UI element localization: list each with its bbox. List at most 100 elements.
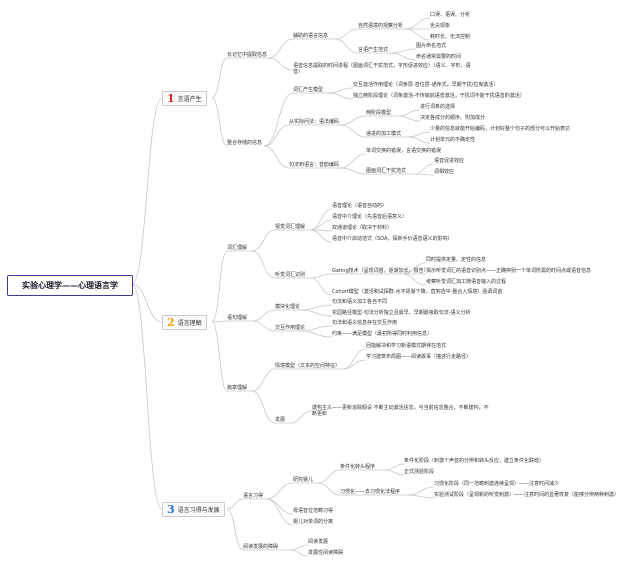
node-tip-of-tongue[interactable]: 舌尖现象 — [430, 23, 451, 29]
node-lemma-selection[interactable]: 进行词条的选择 — [420, 104, 456, 110]
node-exchange-errors[interactable]: 单词交换的错误，言语交换的错误 — [366, 148, 442, 154]
node-two-stage-model[interactable]: 两阶段模型 — [366, 110, 392, 116]
node-interactive[interactable]: 交互作用理论 — [275, 325, 306, 331]
node-phoneme-category[interactable]: 母语音位范畴习得 — [293, 508, 334, 514]
node-reading-disorder[interactable]: 阅读发展的障碍 — [243, 544, 279, 550]
node-development[interactable]: 发展 — [275, 417, 286, 423]
node-lexical-comprehension[interactable]: 词汇理解 — [227, 245, 248, 251]
connector — [413, 163, 435, 175]
node-lexical-model[interactable]: 词汇产生模型 — [293, 87, 324, 93]
node-time-course[interactable]: 语音信息提取的时间进程（图画词汇干扰范式，字形促进效应）（语义、字形、语音） — [293, 63, 471, 75]
node-natural-context[interactable]: 自然语境的观察分析 — [358, 23, 404, 29]
node-constructivism[interactable]: 建构主义——更新追踪假设 不断主动激活信息，与当前信息整合，不断建构，不断更新 — [312, 405, 489, 417]
connector — [251, 320, 276, 332]
root-to-b1 — [131, 97, 163, 285]
node-naming-time[interactable]: 命名通常需要的时间 — [416, 54, 462, 60]
connector — [407, 486, 435, 496]
connector — [384, 463, 405, 471]
node-direct-theory[interactable]: 语音理论（语音自动的） — [332, 203, 388, 209]
node-interactive-activation[interactable]: 交互激活作用理论（词条层-音位层-通序式，早期干扰/拉曳激活） — [353, 82, 499, 88]
connector — [211, 250, 228, 323]
node-constraint[interactable]: 约束——满足模型（最初所得同时利用信息） — [332, 331, 433, 337]
connector — [327, 92, 354, 100]
node-production-paradigm[interactable]: 言语产生范式 — [358, 47, 389, 53]
node-gating[interactable]: Gating技术（呈现词首，逐渐加长，报告） — [332, 268, 429, 274]
node-reading-dev[interactable]: 阅读发展 — [308, 539, 329, 545]
connector — [407, 131, 431, 138]
node-planning-unit[interactable]: 计划单元的不确定性 — [430, 137, 476, 143]
connector — [299, 330, 333, 338]
node-acquisition[interactable]: 语言习得 — [243, 493, 264, 499]
node-dyslexia[interactable]: 发展性阅读障碍 — [308, 550, 344, 556]
node-aux-info[interactable]: 辅助的语言信息 — [293, 33, 329, 39]
node-priming-paradigm[interactable]: 语音中介启动范式（SOA，探新手价语音语义的影响） — [332, 236, 453, 242]
connector — [404, 28, 431, 41]
node-situation-model[interactable]: 情境模型（文本的空间特征） — [275, 363, 341, 369]
connector — [263, 92, 294, 147]
node-habituation-b[interactable]: 实验测试阶段（呈现新的听觉刺激）——注意时间的显著恢复（能够分辨两种刺激） — [434, 492, 620, 498]
node-infant-research[interactable]: 研究婴儿 — [293, 477, 314, 483]
branch-label: 语言习得与发展 — [177, 507, 220, 514]
node-garden-path[interactable]: 花园路径模型-句法分析独立且最早，早期最吸取句法-语义分析 — [332, 310, 471, 316]
branch-2-node[interactable]: 2 语言理解 — [162, 315, 207, 330]
node-habituation-a[interactable]: 习惯化阶段（同一范畴刺激连续呈现）——注意时间减少 — [434, 481, 560, 487]
connector — [211, 97, 228, 147]
connector — [251, 250, 276, 279]
node-visual-word[interactable]: 视觉词汇理解 — [275, 224, 306, 230]
root-to-b2 — [131, 283, 163, 323]
node-slip-analysis[interactable]: 口误、语误、分析 — [430, 12, 471, 18]
node-word-effect[interactable]: 词相效应 — [434, 169, 455, 175]
connector — [401, 273, 427, 286]
branch-label: 言语产生 — [177, 96, 202, 103]
node-situation-b[interactable]: 学习建筑布局图——阅读故事（描述行走路径） — [366, 354, 472, 360]
node-auditory-word[interactable]: 听觉词汇识别 — [275, 272, 306, 278]
node-pwi-paradigm[interactable]: 图画词汇干扰范式 — [366, 168, 407, 174]
node-conditioning-phase[interactable]: 条件化阶段（刺激个声音的分辨和转头反应，建立条件化联结） — [404, 458, 545, 464]
node-gating-c[interactable]: 考察听觉词汇加工随语音输入的过程 — [426, 279, 507, 285]
node-cohort[interactable]: Cohort模型（激活和试探群-水平逐渐下降，直到选中-整合入情境）强调词首 — [332, 289, 503, 295]
node-incremental-a[interactable]: 少量的信息就能开始编码，计划好整个句子的部分可以开始表达 — [430, 126, 571, 132]
node-formal-test[interactable]: 正式测验阶段 — [404, 469, 435, 475]
node-modular-a[interactable]: 句法和语义加工各自不同 — [332, 299, 388, 305]
connector — [289, 410, 313, 424]
connector — [263, 124, 290, 147]
node-mediation-theory[interactable]: 语音中介理论（先语音后语意义） — [332, 214, 408, 220]
node-phonological-encoding[interactable]: 句法到语言：音韵编码 — [289, 162, 340, 168]
node-interactive-a[interactable]: 句法和语义信息存在交互作用 — [332, 320, 398, 326]
node-sentence-comprehension[interactable]: 语句理解 — [227, 315, 248, 321]
node-word-segmentation[interactable]: 婴儿对单词的分离 — [293, 519, 334, 525]
node-phon-facilitation[interactable]: 语音促进效应 — [434, 158, 465, 164]
connector — [265, 482, 294, 500]
connector — [341, 359, 367, 370]
connector — [265, 498, 294, 526]
connector — [334, 28, 359, 40]
node-discourse[interactable]: 篇章理解 — [227, 385, 248, 391]
node-order-decision[interactable]: 决定各成分的顺序、附加成分 — [420, 115, 486, 121]
branch-3-node[interactable]: 3 语言习得与发展 — [162, 502, 225, 517]
connector — [211, 320, 228, 323]
connector — [289, 549, 309, 557]
node-gating-b[interactable]: 揭示听觉词汇的语音识别点——正确辨别一个单词所需的时间点或语音信息 — [426, 268, 592, 274]
node-gating-a[interactable]: 同时提供定量、定性的信息 — [426, 257, 487, 263]
node-dual-route[interactable]: 双通道理论（取决于材料） — [332, 225, 393, 231]
connector — [309, 229, 333, 243]
node-two-stage[interactable]: 独立两阶段理论（词条激活-不传输前语音激活，干扰词不能干扰语音的激活） — [353, 93, 525, 99]
node-picture-naming[interactable]: 图片命名范式 — [416, 43, 447, 49]
node-situation-a[interactable]: 回指解决和学习新语模式期待在范式 — [366, 343, 447, 349]
node-time-consuming[interactable]: 耗时长、无法控制 — [430, 34, 471, 40]
node-ltm-retrieval[interactable]: 长记忆中提取信息 — [227, 52, 268, 58]
branch-label: 语言理解 — [177, 320, 202, 327]
node-incremental[interactable]: 递进的加工模式 — [366, 131, 402, 137]
node-integrate-info[interactable]: 整合存储的信息 — [227, 140, 263, 146]
connector — [317, 482, 341, 496]
connector — [299, 304, 333, 311]
branch-1-node[interactable]: 1 言语产生 — [162, 91, 207, 106]
node-habituation[interactable]: 习惯化——去习惯化法程序 — [340, 489, 401, 495]
connector — [263, 145, 290, 169]
node-conditioned-head-turn[interactable]: 条件化转头程序 — [340, 464, 376, 470]
node-grammar-encoding[interactable]: 从实际问法：语法编码 — [289, 119, 340, 125]
root-node[interactable]: 实验心理学——心理语言学 — [7, 275, 133, 296]
node-modular[interactable]: 模块化理论 — [275, 304, 301, 310]
